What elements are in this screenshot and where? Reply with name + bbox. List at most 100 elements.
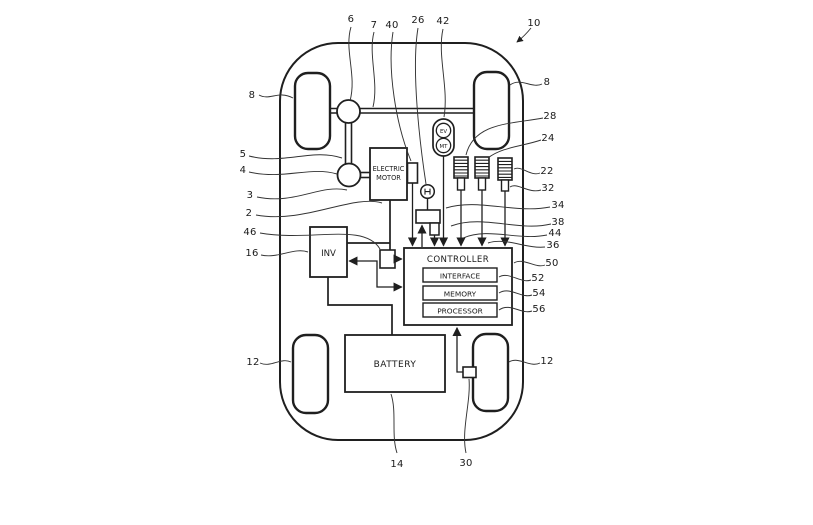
leader-42 — [440, 28, 446, 118]
ref-numeral-16: 16 — [245, 248, 258, 259]
battery-label: BATTERY — [374, 360, 417, 370]
interface-block — [422, 267, 498, 283]
ref-numeral-30: 30 — [459, 458, 472, 469]
leader-46 — [259, 232, 381, 250]
wheel-sensor-signal — [452, 326, 463, 373]
ref-numeral-8-right: 8 — [544, 77, 551, 88]
leader-36 — [487, 240, 546, 248]
ref-numeral-38: 38 — [551, 217, 564, 228]
indicator-ev-label: EV — [440, 129, 447, 135]
leader-16 — [260, 250, 309, 257]
ref-numeral-8-left: 8 — [249, 90, 256, 101]
ref-numeral-2: 2 — [246, 208, 253, 219]
inverter-controller-signal — [348, 256, 403, 292]
memory-block — [422, 285, 498, 301]
battery-to-inverter-line — [327, 277, 393, 335]
leader-2 — [255, 200, 383, 218]
leader-52 — [498, 275, 532, 282]
leader-34 — [445, 204, 551, 210]
leader-28 — [465, 117, 544, 156]
ref-numeral-7: 7 — [371, 20, 378, 31]
leader-40 — [390, 31, 412, 162]
leader-30 — [464, 378, 470, 454]
memory-label: MEMORY — [444, 289, 477, 298]
leader-22 — [513, 167, 541, 175]
ref-numeral-22: 22 — [540, 166, 553, 177]
leader-10 — [516, 27, 532, 43]
differential-circle — [336, 99, 361, 124]
wheel-rear-right — [471, 332, 510, 413]
electric-motor-label-2: MOTOR — [376, 174, 401, 182]
motor-drive-shaft — [344, 122, 370, 179]
ref-numeral-26: 26 — [411, 15, 424, 26]
ref-numeral-12-left: 12 — [246, 357, 259, 368]
leader-12-left — [259, 360, 292, 365]
wheel-sensor-box — [462, 366, 477, 379]
ref-numeral-40: 40 — [385, 20, 398, 31]
signal-lines — [348, 156, 510, 373]
ref-numeral-32: 32 — [541, 183, 554, 194]
shift-sensor-box — [429, 222, 440, 236]
ref-numeral-12-right: 12 — [540, 356, 553, 367]
leader-44 — [462, 233, 548, 239]
leader-38 — [450, 221, 552, 227]
indicator-mt-label: MT — [440, 144, 449, 150]
wheel-front-left — [293, 71, 332, 151]
leader-50 — [513, 260, 546, 267]
ref-numeral-42: 42 — [436, 16, 449, 27]
leader-lines — [248, 26, 552, 454]
pedal-3 — [497, 157, 513, 192]
leader-14 — [390, 393, 398, 454]
interface-label: INTERFACE — [440, 271, 481, 280]
motor-sensor-box — [406, 162, 419, 184]
ref-numeral-6: 6 — [348, 14, 355, 25]
ref-numeral-24: 24 — [541, 133, 554, 144]
ref-numeral-10: 10 — [527, 18, 540, 29]
leader-56 — [498, 306, 533, 313]
leader-5 — [248, 154, 343, 160]
ref-numeral-14: 14 — [390, 459, 403, 470]
shift-lever — [415, 183, 441, 236]
leader-26 — [415, 27, 427, 185]
controller-label: CONTROLLER — [427, 255, 489, 265]
leader-24 — [487, 139, 542, 159]
ref-numeral-28: 28 — [543, 111, 556, 122]
mode-indicator: EV MT — [432, 118, 455, 157]
ref-numeral-44: 44 — [548, 228, 561, 239]
ref-numeral-36: 36 — [546, 240, 559, 251]
electric-motor-block: ELECTRIC MOTOR — [369, 147, 408, 201]
leader-3 — [256, 188, 348, 200]
wheel-rear-left — [291, 333, 330, 415]
leader-54 — [498, 290, 533, 297]
electric-motor-label-1: ELECTRIC — [373, 165, 405, 173]
h-pattern-icon — [424, 188, 431, 195]
ref-numeral-3: 3 — [247, 190, 254, 201]
ref-numeral-34: 34 — [551, 200, 564, 211]
reference-numerals: 10 6 7 40 26 42 8 8 5 4 3 2 46 16 12 12 … — [240, 14, 565, 470]
leader-6 — [348, 26, 353, 102]
current-sensor-box — [379, 249, 396, 269]
leader-7 — [371, 31, 376, 108]
ref-numeral-52: 52 — [531, 273, 544, 284]
ref-numeral-56: 56 — [532, 304, 545, 315]
leader-4 — [248, 171, 338, 175]
ref-numeral-54: 54 — [532, 288, 545, 299]
ref-numeral-50: 50 — [545, 258, 558, 269]
ref-numeral-5: 5 — [240, 149, 247, 160]
controller-block: CONTROLLER INTERFACE MEMORY PROCESSOR — [403, 247, 513, 326]
processor-label: PROCESSOR — [437, 306, 483, 315]
pedal-1 — [453, 156, 469, 191]
leader-8-left — [258, 94, 294, 99]
inverter-label: INV — [321, 249, 336, 259]
ref-numeral-4: 4 — [240, 165, 247, 176]
leader-32 — [509, 185, 542, 192]
ref-numeral-46: 46 — [243, 227, 256, 238]
pedal-2 — [474, 156, 490, 191]
battery-block: BATTERY — [344, 334, 446, 393]
leader-8-right — [509, 81, 543, 86]
wheel-front-right — [472, 70, 511, 151]
leader-12-right — [508, 359, 541, 365]
vehicle-body-outline — [279, 42, 524, 441]
